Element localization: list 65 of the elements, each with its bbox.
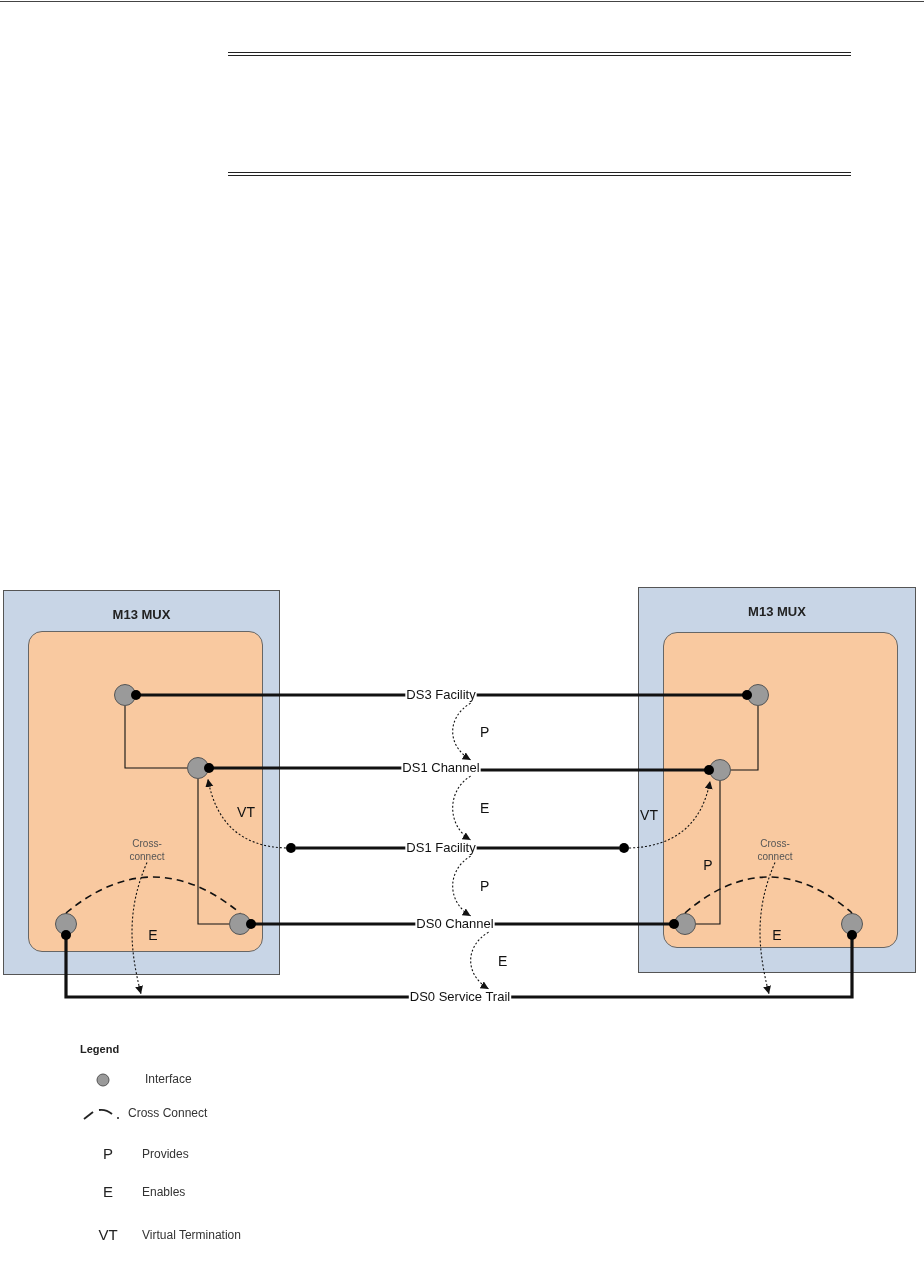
edge-label: E — [498, 952, 508, 969]
cross-connect-arc — [65, 876, 241, 914]
line-label: DS1 Facility — [405, 839, 477, 857]
interface-circle — [114, 684, 136, 706]
signal-line — [296, 846, 406, 850]
edge-label: P — [480, 878, 490, 894]
signal-line — [204, 763, 402, 773]
signal-line — [494, 919, 679, 929]
signal-line — [246, 919, 416, 929]
legend-key: E — [103, 1183, 113, 1200]
signal-line — [476, 846, 619, 850]
cross-connect-label: Cross-connect — [743, 837, 807, 863]
dotted-arrow — [628, 780, 713, 849]
line-label: DS0 Service Trail — [408, 988, 512, 1006]
box-heading: M13 MUX — [111, 607, 172, 622]
edge-label: E — [148, 927, 158, 943]
equipment-panel — [28, 631, 263, 952]
edge-label: P — [703, 856, 713, 873]
dotted-arrow — [470, 931, 490, 990]
legend-label: Enables — [142, 1185, 186, 1199]
dotted-arrow — [205, 778, 287, 849]
mux-box — [638, 587, 916, 973]
dotted-arrow — [452, 775, 472, 841]
connector-line — [695, 780, 721, 925]
interface-circle — [747, 684, 769, 706]
legend-title: Legend — [80, 1043, 120, 1055]
signal-line — [131, 690, 406, 700]
interface-circle — [674, 913, 696, 935]
edge-label: E — [772, 927, 782, 943]
cross-connect-arc — [684, 876, 853, 914]
connector-line — [124, 705, 188, 769]
interface-circle — [841, 913, 863, 935]
cross-connect-label: Cross-connect — [115, 837, 179, 863]
interface-circle — [55, 913, 77, 935]
legend-label: Virtual Termination — [142, 1228, 241, 1242]
line-label: DS1 Channel — [401, 759, 481, 777]
mux-box — [3, 590, 280, 975]
dotted-arrow — [452, 855, 472, 917]
dotted-arrow — [452, 702, 472, 761]
signal-line — [511, 930, 857, 999]
terminal-dot — [619, 843, 629, 853]
edge-label: E — [480, 800, 490, 816]
equipment-panel — [663, 632, 898, 948]
edge-label: VT — [640, 807, 658, 823]
edge-label: P — [480, 723, 490, 740]
legend-label: Provides — [142, 1147, 189, 1161]
edge-label: VT — [237, 804, 255, 820]
signal-line — [476, 690, 752, 700]
signal-line — [480, 765, 714, 775]
terminal-dot — [286, 843, 296, 853]
legend-label: Cross Connect — [128, 1106, 208, 1120]
connector-line — [197, 778, 230, 925]
box-heading: M13 MUX — [747, 604, 807, 619]
legend-label: Interface — [145, 1072, 192, 1086]
connector-line — [730, 705, 759, 771]
line-label: DS0 Channel — [415, 915, 495, 933]
dotted-arrow — [131, 861, 148, 995]
legend-key: P — [103, 1145, 113, 1162]
interface-circle — [709, 759, 731, 781]
line-label: DS3 Facility — [405, 686, 477, 704]
signal-line — [61, 930, 409, 999]
interface-circle — [187, 757, 209, 779]
legend-key: VT — [98, 1226, 118, 1243]
interface-circle — [229, 913, 251, 935]
dotted-arrow — [759, 861, 776, 995]
